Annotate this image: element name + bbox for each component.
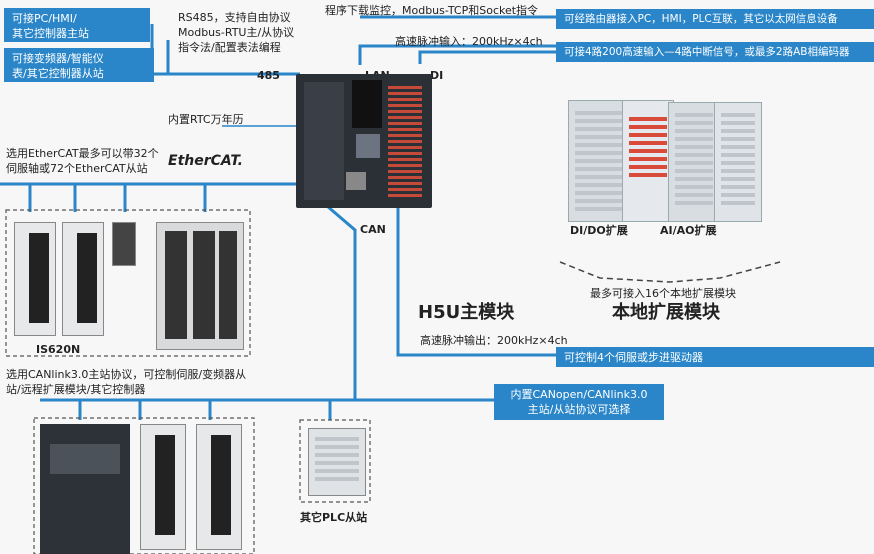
hs-input-box: 可接4路200高速输入—4路中断信号，或最多2路AB相编码器 <box>556 42 874 62</box>
ethercat-logo: EtherCAT. <box>168 153 243 169</box>
pc-line <box>150 24 168 76</box>
aiao-module-2 <box>714 102 762 222</box>
servo-drive-2 <box>62 222 104 336</box>
rs485-desc: RS485，支持自由协议 Modbus-RTU主/从协议 指令法/配置表法编程 <box>178 11 295 54</box>
servo-drive-group <box>156 222 244 350</box>
port-485-label: 485 <box>257 69 280 82</box>
di-line <box>418 50 560 64</box>
can-line <box>40 198 357 402</box>
router-box: 可经路由器接入PC，HMI，PLC互联，其它以太网信息设备 <box>556 9 874 29</box>
exp-title: 本地扩展模块 <box>612 302 720 323</box>
dido-module-2 <box>622 100 674 222</box>
inverter <box>40 424 130 554</box>
ethercat-desc: 选用EtherCAT最多可以带32个 伺服轴或72个EtherCAT从站 <box>6 147 159 175</box>
rtc-label: 内置RTC万年历 <box>168 113 244 126</box>
ethercat-drops <box>28 184 207 212</box>
hs-input-label: 高速脉冲输入：200kHz×4ch <box>395 35 543 48</box>
hs-out-line <box>396 208 560 357</box>
exp-count-label: 最多可接入16个本地扩展模块 <box>590 287 736 300</box>
main-title: H5U主模块 <box>418 302 515 323</box>
dido-label: DI/DO扩展 <box>570 224 628 237</box>
servo-box: 可控制4个伺服或步进驱动器 <box>556 347 874 367</box>
io-module <box>112 222 136 266</box>
port-di-label: DI <box>430 69 444 82</box>
can-servo-1 <box>140 424 186 550</box>
lan-line <box>358 44 560 65</box>
program-desc: 程序下载监控，Modbus-TCP和Socket指令 <box>325 4 539 17</box>
vfd-box: 可接变频器/智能仪 表/其它控制器从站 <box>4 48 154 82</box>
dido-module-1 <box>568 100 630 222</box>
pc-hmi-box: 可接PC/HMI/ 其它控制器主站 <box>4 8 150 42</box>
ethernet-port-icon <box>346 172 366 190</box>
can-servo-2 <box>196 424 242 550</box>
aiao-module-1 <box>668 102 720 222</box>
is620n-label: IS620N <box>36 343 81 356</box>
hs-out-label: 高速脉冲输出：200kHz×4ch <box>420 334 568 347</box>
canlink-desc: 选用CANlink3.0主站协议，可控制伺服/变频器从 站/远程扩展模块/其它控… <box>6 368 247 396</box>
aiao-label: AI/AO扩展 <box>660 224 717 237</box>
h5u-main-module <box>296 74 432 208</box>
port-can-label: CAN <box>360 223 386 236</box>
canopen-box: 内置CANopen/CANlink3.0 主站/从站协议可选择 <box>494 384 664 420</box>
servo-drive-1 <box>14 222 56 336</box>
other-plc-device <box>308 428 366 496</box>
other-plc-label: 其它PLC从站 <box>300 511 368 524</box>
